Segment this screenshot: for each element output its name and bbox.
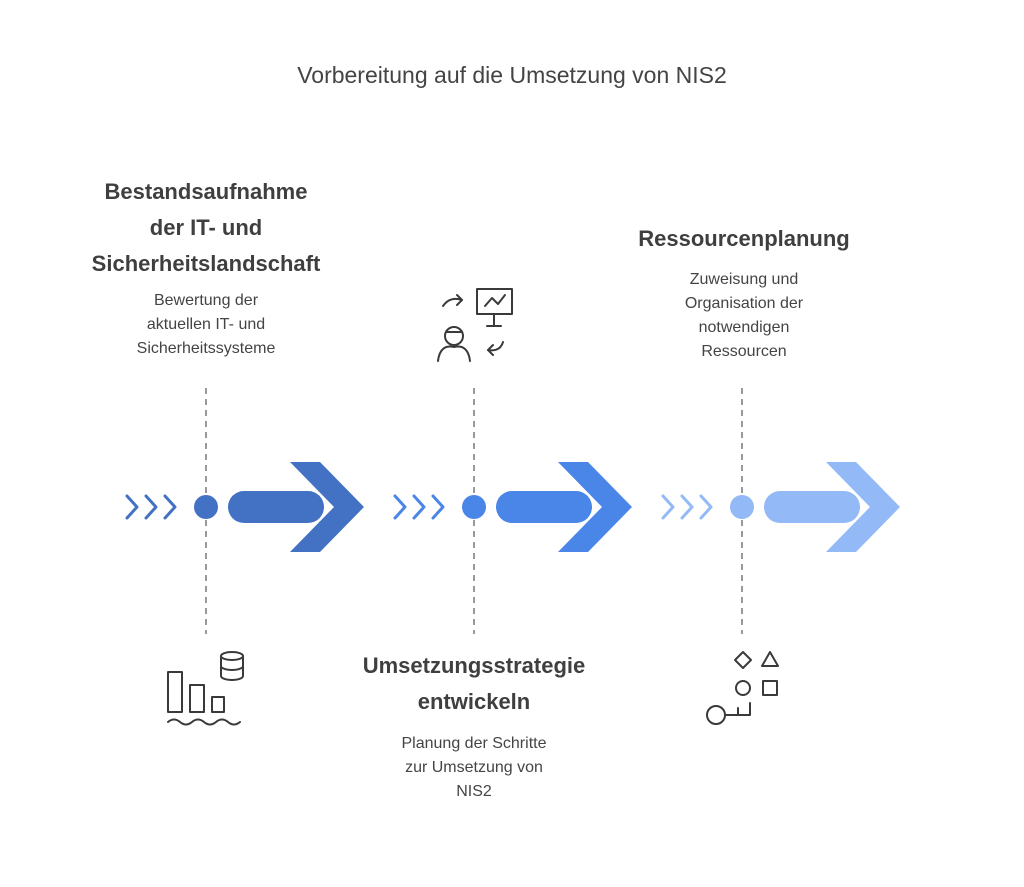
step-1-description-line: Bewertung der bbox=[153, 292, 259, 309]
diagram-title: Vorbereitung auf die Umsetzung von NIS2 bbox=[297, 62, 727, 88]
step-3-description-line: Zuweisung und bbox=[689, 271, 799, 288]
database-bar-chart-icon bbox=[167, 651, 244, 726]
step-2-arrow-icon bbox=[496, 462, 632, 552]
step-2-node bbox=[462, 495, 486, 519]
step-1-description-line: Sicherheitssysteme bbox=[136, 340, 276, 357]
step-1-chevrons-icon bbox=[125, 494, 177, 520]
step-1-heading-line: Bestandsaufnahme bbox=[104, 179, 308, 204]
step-3-segment bbox=[661, 462, 900, 552]
step-3-description-line: notwendigen bbox=[698, 319, 790, 336]
step-1-node bbox=[194, 495, 218, 519]
shapes-organization-icon bbox=[706, 651, 779, 725]
step-2-chevrons-icon bbox=[393, 494, 445, 520]
step-3-chevrons-icon bbox=[661, 494, 713, 520]
step-1-description: Bewertung der aktuellen IT- und Sicherhe… bbox=[76, 289, 336, 361]
step-1-description-line: aktuellen IT- und bbox=[146, 316, 266, 333]
step-3-heading: Ressourcenplanung bbox=[594, 221, 894, 257]
step-2-description: Planung der Schritte zur Umsetzung von N… bbox=[344, 732, 604, 804]
step-2-heading: Umsetzungsstrategie entwickeln bbox=[324, 648, 624, 720]
step-1-arrow-icon bbox=[228, 462, 364, 552]
step-3-node bbox=[730, 495, 754, 519]
step-2-description-line: NIS2 bbox=[456, 783, 492, 800]
step-1-segment bbox=[125, 462, 364, 552]
step-1-heading: Bestandsaufnahme der IT- und Sicherheits… bbox=[56, 174, 356, 282]
step-3-heading-line: Ressourcenplanung bbox=[638, 226, 850, 251]
step-3-description-line: Ressourcen bbox=[701, 343, 787, 360]
step-2-description-line: Planung der Schritte bbox=[401, 735, 547, 752]
step-2-heading-line: Umsetzungsstrategie bbox=[362, 653, 586, 678]
step-2-segment bbox=[393, 462, 632, 552]
step-3-arrow-icon bbox=[764, 462, 900, 552]
person-presentation-icon bbox=[437, 288, 513, 362]
step-2-heading-line: entwickeln bbox=[417, 689, 531, 714]
step-3-description: Zuweisung und Organisation der notwendig… bbox=[614, 268, 874, 364]
step-1-heading-line: der IT- und bbox=[149, 215, 263, 240]
step-3-description-line: Organisation der bbox=[684, 295, 804, 312]
step-1-heading-line: Sicherheitslandschaft bbox=[91, 251, 321, 276]
step-2-description-line: zur Umsetzung von bbox=[405, 759, 543, 776]
